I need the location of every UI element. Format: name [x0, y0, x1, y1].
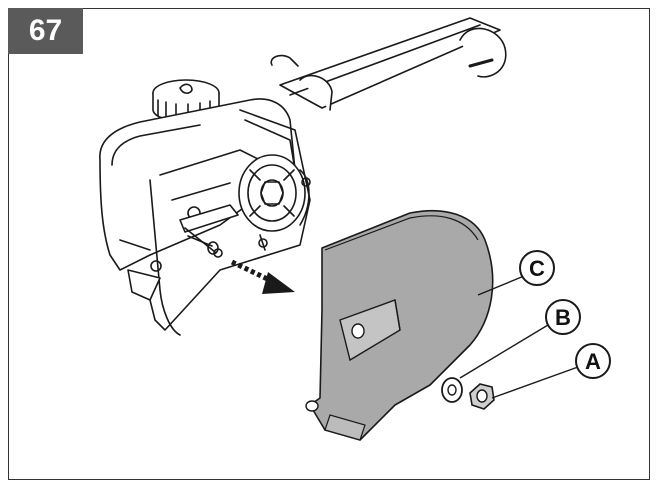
chain-sprocket [238, 154, 311, 232]
step-number-badge: 67 [8, 8, 83, 54]
removal-arrow [230, 259, 295, 294]
callout-leaders [459, 275, 579, 399]
guide-bar-stud [187, 235, 219, 255]
washer [441, 377, 463, 403]
callout-c: C [519, 250, 555, 286]
saw-head-housing [99, 98, 311, 336]
callout-b-label: B [555, 305, 571, 330]
callout-a-label: A [585, 349, 601, 374]
nut [469, 383, 495, 410]
callout-a: A [575, 343, 611, 379]
sprocket-cover [305, 209, 494, 441]
callout-b: B [545, 299, 581, 335]
drive-shaft [270, 17, 507, 111]
callout-c-label: C [529, 256, 545, 281]
